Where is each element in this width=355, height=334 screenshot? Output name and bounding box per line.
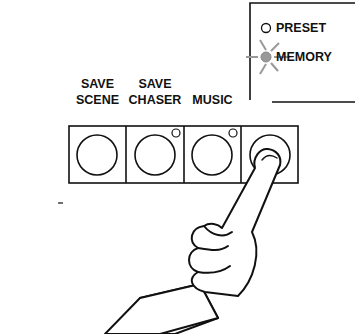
button-leds <box>172 129 237 137</box>
indicator-frame-base <box>272 101 355 103</box>
button-dividers <box>126 126 241 183</box>
indicator-frame <box>250 3 355 100</box>
button-label-area: SAVE SCENE <box>70 68 125 108</box>
tick-mark <box>58 202 63 203</box>
pointing-hand <box>105 149 280 334</box>
button-label-area: SAVE CHASER <box>122 68 188 108</box>
indicator-label: MEMORY <box>276 50 332 64</box>
indicator-label: PRESET <box>276 21 326 35</box>
memory-led <box>261 52 271 62</box>
button-label: MUSIC <box>185 92 240 108</box>
indicator-panel: PRESET MEMORY <box>250 3 355 102</box>
preset-led <box>262 24 271 33</box>
button-label-area: MUSIC <box>185 68 240 108</box>
button-label: SAVE CHASER <box>122 76 188 108</box>
button-label: SAVE SCENE <box>70 76 125 108</box>
